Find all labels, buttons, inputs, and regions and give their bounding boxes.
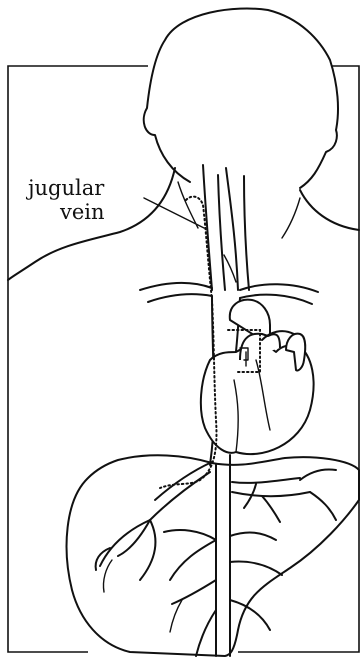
liver — [67, 455, 359, 656]
neck-vessels — [203, 165, 249, 290]
subclavian-veins — [140, 283, 318, 304]
jugular-vein-label-line1: jugular — [25, 176, 105, 200]
liver-vessels — [96, 462, 336, 656]
body-outline — [8, 9, 359, 280]
jugular-vein-label-line2: vein — [59, 200, 105, 224]
heart — [201, 300, 314, 454]
